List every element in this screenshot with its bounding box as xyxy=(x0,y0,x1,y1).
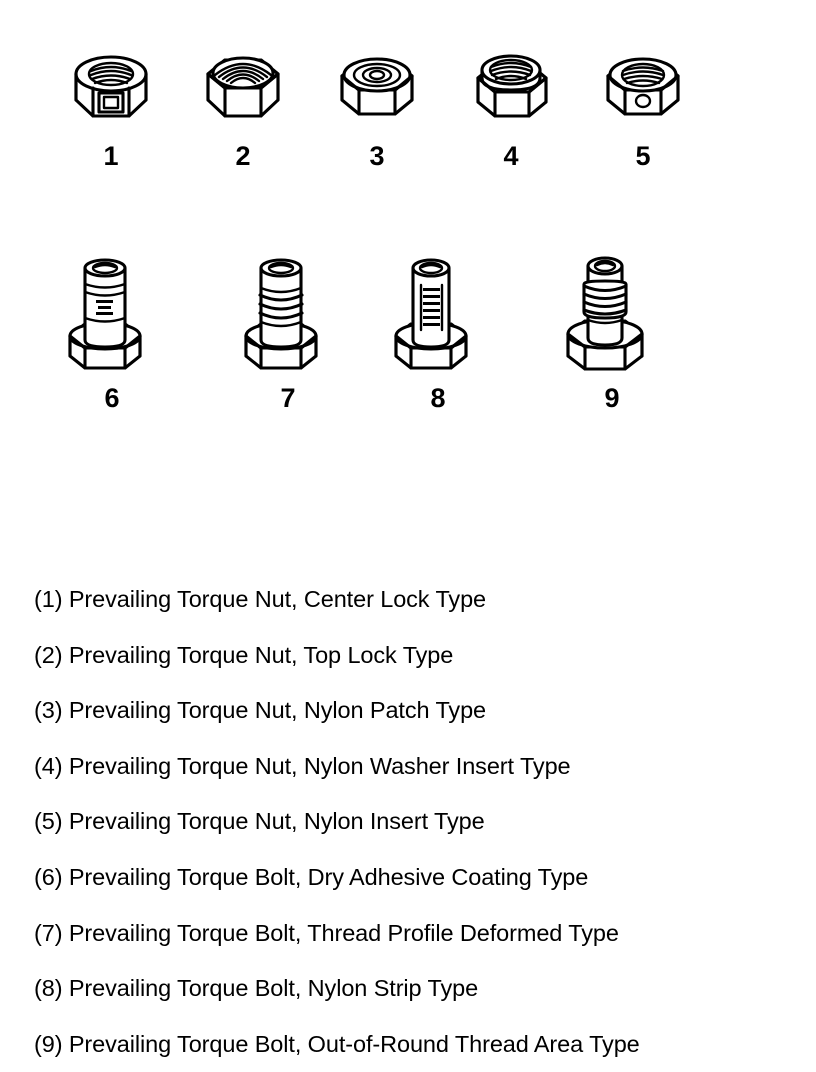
fastener-number-6: 6 xyxy=(104,383,120,413)
hex-nut-nylon-insert-icon xyxy=(588,44,698,128)
fastener-item-1: 1 xyxy=(56,44,166,170)
fastener-number-2: 2 xyxy=(235,141,251,171)
caption-legend: (1) Prevailing Torque Nut, Center Lock T… xyxy=(34,572,804,1072)
fastener-number-9: 9 xyxy=(604,383,620,413)
fastener-number-1: 1 xyxy=(103,141,119,171)
fastener-item-6: 6 xyxy=(52,248,172,412)
hex-bolt-thread-deformed-icon xyxy=(228,248,348,372)
hex-bolt-out-of-round-icon xyxy=(552,248,672,372)
hex-nut-nylon-washer-insert-icon xyxy=(456,44,566,128)
fastener-number-4: 4 xyxy=(503,141,519,171)
caption-line-1: (1) Prevailing Torque Nut, Center Lock T… xyxy=(34,586,487,612)
hex-bolt-dry-adhesive-icon xyxy=(52,248,172,372)
fastener-item-9: 9 xyxy=(552,248,672,412)
fastener-item-5: 5 xyxy=(588,44,698,170)
hex-nut-nylon-patch-icon xyxy=(322,44,432,128)
fastener-number-7: 7 xyxy=(280,383,296,413)
caption-line-9: (9) Prevailing Torque Bolt, Out-of-Round… xyxy=(34,1030,640,1057)
fastener-item-8: 8 xyxy=(378,248,498,412)
hex-bolt-nylon-strip-icon xyxy=(378,248,498,372)
fastener-item-4: 4 xyxy=(456,44,566,170)
fastener-number-3: 3 xyxy=(369,141,385,171)
caption-line-7: (7) Prevailing Torque Bolt, Thread Profi… xyxy=(34,919,619,946)
fastener-item-2: 2 xyxy=(188,44,298,170)
hex-nut-top-lock-icon xyxy=(188,44,298,128)
fastener-item-7: 7 xyxy=(228,248,348,412)
fastener-figure: 1 xyxy=(52,44,698,412)
caption-line-3: (3) Prevailing Torque Nut, Nylon Patch T… xyxy=(34,697,487,724)
caption-line-4: (4) Prevailing Torque Nut, Nylon Washer … xyxy=(34,752,571,779)
caption-line-2: (2) Prevailing Torque Nut, Top Lock Type xyxy=(34,641,454,668)
caption-line-6: (6) Prevailing Torque Bolt, Dry Adhesive… xyxy=(34,863,589,890)
fastener-number-5: 5 xyxy=(635,141,651,171)
caption-line-5: (5) Prevailing Torque Nut, Nylon Insert … xyxy=(34,808,485,835)
caption-line-8: (8) Prevailing Torque Bolt, Nylon Strip … xyxy=(34,975,479,1002)
fastener-number-8: 8 xyxy=(430,383,446,413)
hex-nut-center-lock-icon xyxy=(56,44,166,128)
fastener-item-3: 3 xyxy=(322,44,432,170)
